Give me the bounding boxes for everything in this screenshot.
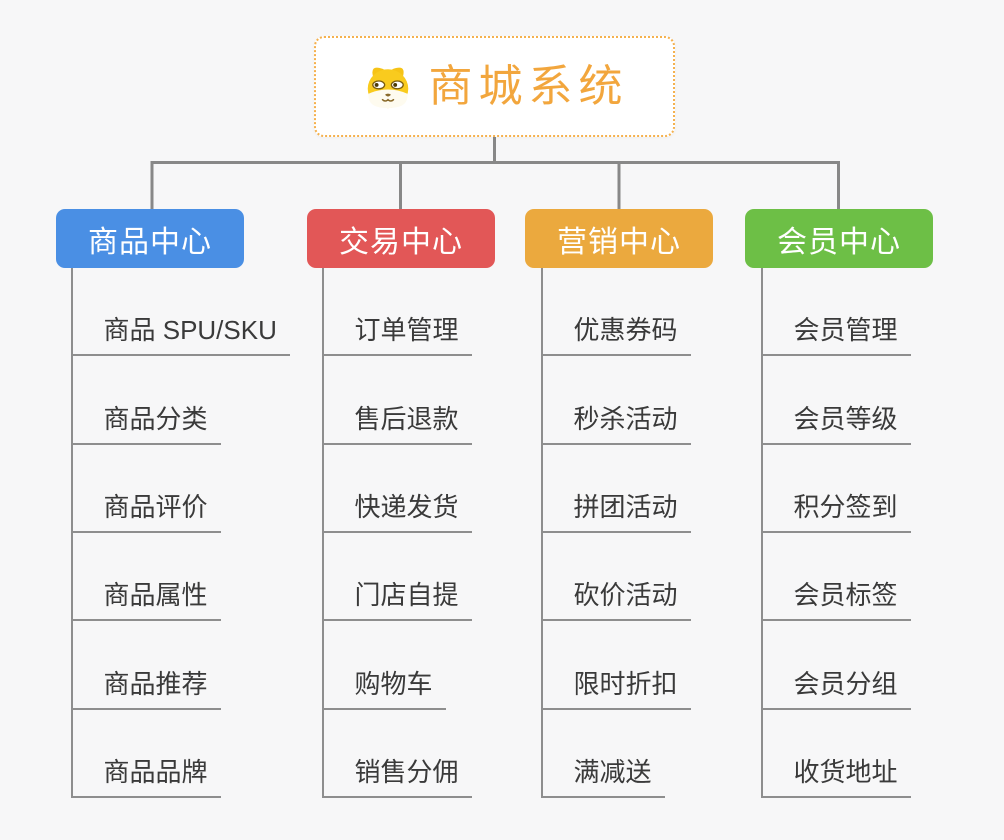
leaf-node[interactable]: 订单管理 [321, 316, 472, 357]
root-title: 商城系统 [428, 61, 629, 111]
leaf-node[interactable]: 会员管理 [760, 316, 911, 357]
leaf-node[interactable]: 商品品牌 [70, 757, 221, 798]
leaf-node[interactable]: 商品分类 [70, 404, 221, 445]
leaf-node[interactable]: 限时折扣 [540, 669, 691, 710]
leaf-node[interactable]: 售后退款 [321, 404, 472, 445]
branch-column-marketing-center: 优惠券码 秒杀活动 拼团活动 砍价活动 限时折扣 满减送 [540, 268, 781, 798]
branch-column-product-center: 商品 SPU/SKU 商品分类 商品评价 商品属性 商品推荐 商品品牌 [70, 268, 311, 798]
branch-node-trade-center[interactable]: 交易中心 [307, 209, 495, 268]
leaf-node[interactable]: 秒杀活动 [540, 404, 691, 445]
leaf-node[interactable]: 销售分佣 [321, 757, 472, 798]
leaf-node[interactable]: 砍价活动 [540, 581, 691, 622]
leaf-node[interactable]: 满减送 [540, 757, 665, 798]
leaf-node[interactable]: 商品推荐 [70, 669, 221, 710]
branch-rail-line [150, 161, 840, 209]
column-spine-line [70, 268, 73, 798]
root-node[interactable]: 商城系统 [314, 36, 675, 137]
leaf-node[interactable]: 拼团活动 [540, 492, 691, 533]
branch-node-member-center[interactable]: 会员中心 [745, 209, 933, 268]
leaf-node[interactable]: 优惠券码 [540, 316, 691, 357]
column-spine-line [540, 268, 543, 798]
branch-column-trade-center: 订单管理 售后退款 快递发货 门店自提 购物车 销售分佣 [321, 268, 562, 798]
branch-node-marketing-center[interactable]: 营销中心 [525, 209, 713, 268]
leaf-node[interactable]: 会员标签 [760, 581, 911, 622]
leaf-node[interactable]: 积分签到 [760, 492, 911, 533]
column-spine-line [321, 268, 324, 798]
leaf-node[interactable]: 商品 SPU/SKU [70, 316, 290, 357]
leaf-node[interactable]: 商品属性 [70, 581, 221, 622]
leaf-node[interactable]: 快递发货 [321, 492, 472, 533]
leaf-node[interactable]: 门店自提 [321, 581, 472, 622]
leaf-node[interactable]: 会员分组 [760, 669, 911, 710]
column-spine-line [760, 268, 763, 798]
leaf-node[interactable]: 收货地址 [760, 757, 911, 798]
shiba-dog-icon [361, 60, 415, 114]
leaf-node[interactable]: 购物车 [321, 669, 446, 710]
branch-column-member-center: 会员管理 会员等级 积分签到 会员标签 会员分组 收货地址 [760, 268, 1001, 798]
leaf-node[interactable]: 会员等级 [760, 404, 911, 445]
branch-node-product-center[interactable]: 商品中心 [56, 209, 244, 268]
leaf-node[interactable]: 商品评价 [70, 492, 221, 533]
